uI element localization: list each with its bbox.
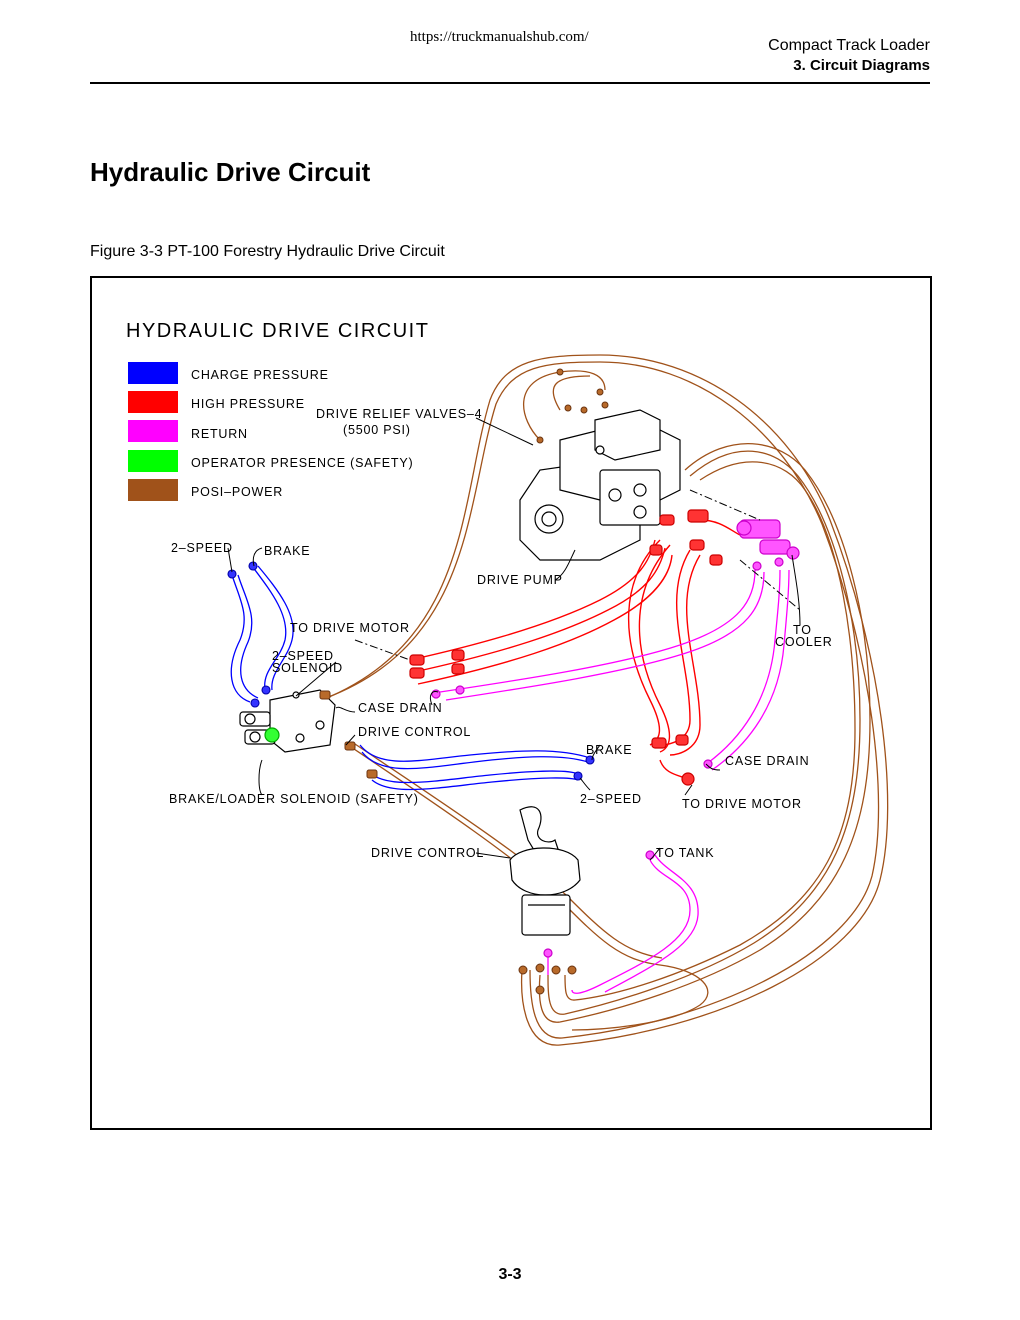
drive-pump <box>519 409 681 561</box>
leader-lines <box>227 417 801 861</box>
page-number: 3-3 <box>498 1266 522 1283</box>
legend-label-operator-presence: OPERATOR PRESENCE (SAFETY) <box>191 456 414 470</box>
label-brake-loader-solenoid: BRAKE/LOADER SOLENOID (SAFETY) <box>169 792 419 806</box>
label-to-tank: TO TANK <box>656 846 715 860</box>
source-url: https://truckmanualshub.com/ <box>410 29 589 45</box>
label-drive-relief-valves: DRIVE RELIEF VALVES–4 <box>316 407 483 421</box>
header-rule <box>90 82 930 84</box>
high-pressure-fittings <box>409 509 723 786</box>
label-to-cooler-line1: TO <box>793 623 812 637</box>
label-drive-control-bottom: DRIVE CONTROL <box>371 846 485 860</box>
label-to-drive-motor-top: TO DRIVE MOTOR <box>290 621 410 635</box>
legend-swatch-charge-pressure <box>128 362 178 384</box>
label-drive-pump: DRIVE PUMP <box>477 573 563 587</box>
charge-pressure-lines <box>230 565 591 791</box>
label-to-cooler-line2: COOLER <box>775 635 833 649</box>
label-relief-pressure: (5500 PSI) <box>343 423 411 437</box>
diagram-title: HYDRAULIC DRIVE CIRCUIT <box>126 320 430 342</box>
legend-label-charge-pressure: CHARGE PRESSURE <box>191 368 329 382</box>
label-drive-control-top: DRIVE CONTROL <box>358 725 472 739</box>
header-section: 3. Circuit Diagrams <box>793 57 930 74</box>
label-case-drain-right: CASE DRAIN <box>725 754 810 768</box>
figure-caption: Figure 3-3 PT-100 Forestry Hydraulic Dri… <box>90 243 445 260</box>
label-2-speed-top: 2–SPEED <box>171 541 233 555</box>
posi-power-fittings <box>319 368 609 995</box>
high-pressure-lines <box>409 519 741 781</box>
label-2-speed-mid: 2–SPEED <box>580 792 642 806</box>
label-2-speed-solenoid-line2: SOLENOID <box>272 661 343 675</box>
label-brake-top: BRAKE <box>264 544 311 558</box>
label-2-speed-solenoid-line1: 2–SPEED <box>272 649 334 663</box>
legend-label-posi-power: POSI–POWER <box>191 485 284 499</box>
charge-pressure-fittings <box>227 561 595 781</box>
legend-swatch-operator-presence <box>128 450 178 472</box>
header-product: Compact Track Loader <box>768 37 930 54</box>
return-fittings <box>431 519 800 958</box>
label-case-drain-top: CASE DRAIN <box>358 701 443 715</box>
posi-power-lines <box>321 354 889 1046</box>
legend-label-high-pressure: HIGH PRESSURE <box>191 397 305 411</box>
drive-control-joystick <box>509 806 581 936</box>
label-to-drive-motor-bottom: TO DRIVE MOTOR <box>682 797 802 811</box>
label-brake-mid: BRAKE <box>586 743 633 757</box>
legend-swatch-posi-power <box>128 479 178 501</box>
solenoid-valve-block <box>239 689 336 753</box>
legend-swatch-return <box>128 420 178 442</box>
return-lines <box>439 569 790 994</box>
diagram-frame <box>90 276 932 1130</box>
legend-swatch-high-pressure <box>128 391 178 413</box>
legend-label-return: RETURN <box>191 427 248 441</box>
operator-presence-fitting <box>264 727 280 743</box>
page-title: Hydraulic Drive Circuit <box>90 157 371 187</box>
